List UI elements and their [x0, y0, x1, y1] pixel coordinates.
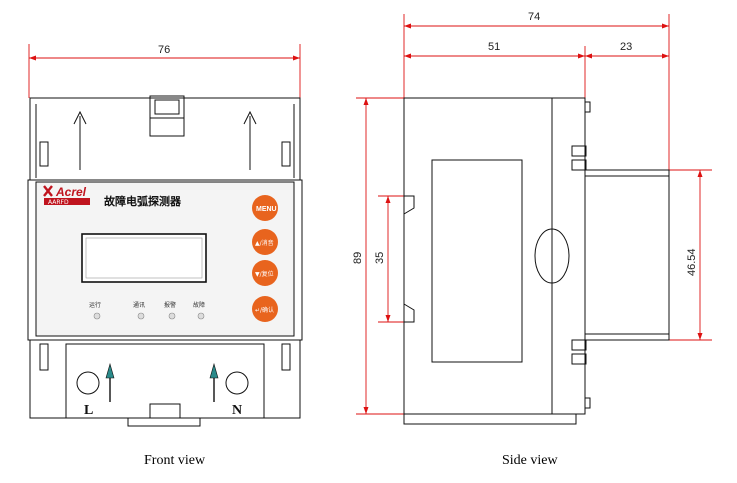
side-label-window	[431, 159, 523, 363]
terminal-arrow-l	[105, 362, 115, 379]
terminal-arrow-n	[209, 362, 219, 379]
menu-button[interactable]	[252, 195, 278, 221]
front-view: 76 Acrel AARFD 故障电弧探测器 运行 通讯	[27, 44, 303, 427]
enter-confirm-button[interactable]	[252, 296, 278, 322]
up-mute-button[interactable]	[252, 229, 278, 255]
side-front-depth-label: 23	[620, 41, 632, 53]
svg-text:Acrel: Acrel	[55, 185, 87, 199]
svg-text:AARFD: AARFD	[48, 199, 69, 206]
indicator-led-run	[93, 312, 101, 320]
svg-text:▲/消音: ▲/消音	[255, 239, 274, 247]
front-step-dimension: 46.54	[669, 169, 712, 341]
side-partial-depth-dimension: 51 23	[404, 41, 669, 98]
terminal-label-n: N	[232, 403, 242, 418]
height-label: 89	[352, 252, 364, 264]
side-body	[403, 97, 586, 415]
svg-text:MENU: MENU	[256, 206, 277, 213]
front-width-dimension: 76	[28, 44, 301, 98]
indicator-label-fault: 故障	[193, 301, 205, 309]
button-column: MENU ▲/消音 ▼/复位 ↵/确认	[252, 195, 278, 322]
height-dimension: 89	[352, 97, 404, 415]
front-view-caption: Front view	[144, 453, 206, 468]
indicator-led-alarm	[168, 312, 176, 320]
side-total-depth-dimension: 74	[403, 11, 670, 170]
rail-height-dimension: 35	[374, 195, 404, 323]
terminal-screw-l	[76, 371, 100, 395]
side-front-step	[585, 169, 670, 341]
device-title: 故障电弧探测器	[104, 194, 182, 208]
rail-height-label: 35	[374, 252, 386, 264]
side-body-depth-label: 51	[488, 41, 500, 53]
indicator-led-fault	[197, 312, 205, 320]
side-total-depth-label: 74	[528, 11, 540, 23]
svg-text:▼/复位: ▼/复位	[255, 270, 274, 278]
indicator-label-alarm: 报警	[164, 301, 176, 309]
terminal-screw-n	[225, 371, 249, 395]
down-reset-button[interactable]	[252, 260, 278, 286]
indicator-row: 运行 通讯 报警 故障	[89, 301, 205, 320]
side-oval-window	[534, 228, 570, 284]
front-width-label: 76	[158, 44, 170, 56]
indicator-label-run: 运行	[89, 301, 101, 309]
svg-text:↵/确认: ↵/确认	[255, 306, 274, 314]
indicator-label-comm: 通讯	[133, 301, 145, 309]
front-step-label: 46.54	[686, 248, 698, 276]
indicator-led-comm	[137, 312, 145, 320]
side-view: 74 51 23 89 35	[352, 11, 712, 425]
terminal-label-l: L	[84, 403, 93, 418]
lcd-display	[81, 233, 207, 283]
side-view-caption: Side view	[502, 453, 558, 468]
brand-logo: Acrel AARFD	[43, 185, 90, 206]
